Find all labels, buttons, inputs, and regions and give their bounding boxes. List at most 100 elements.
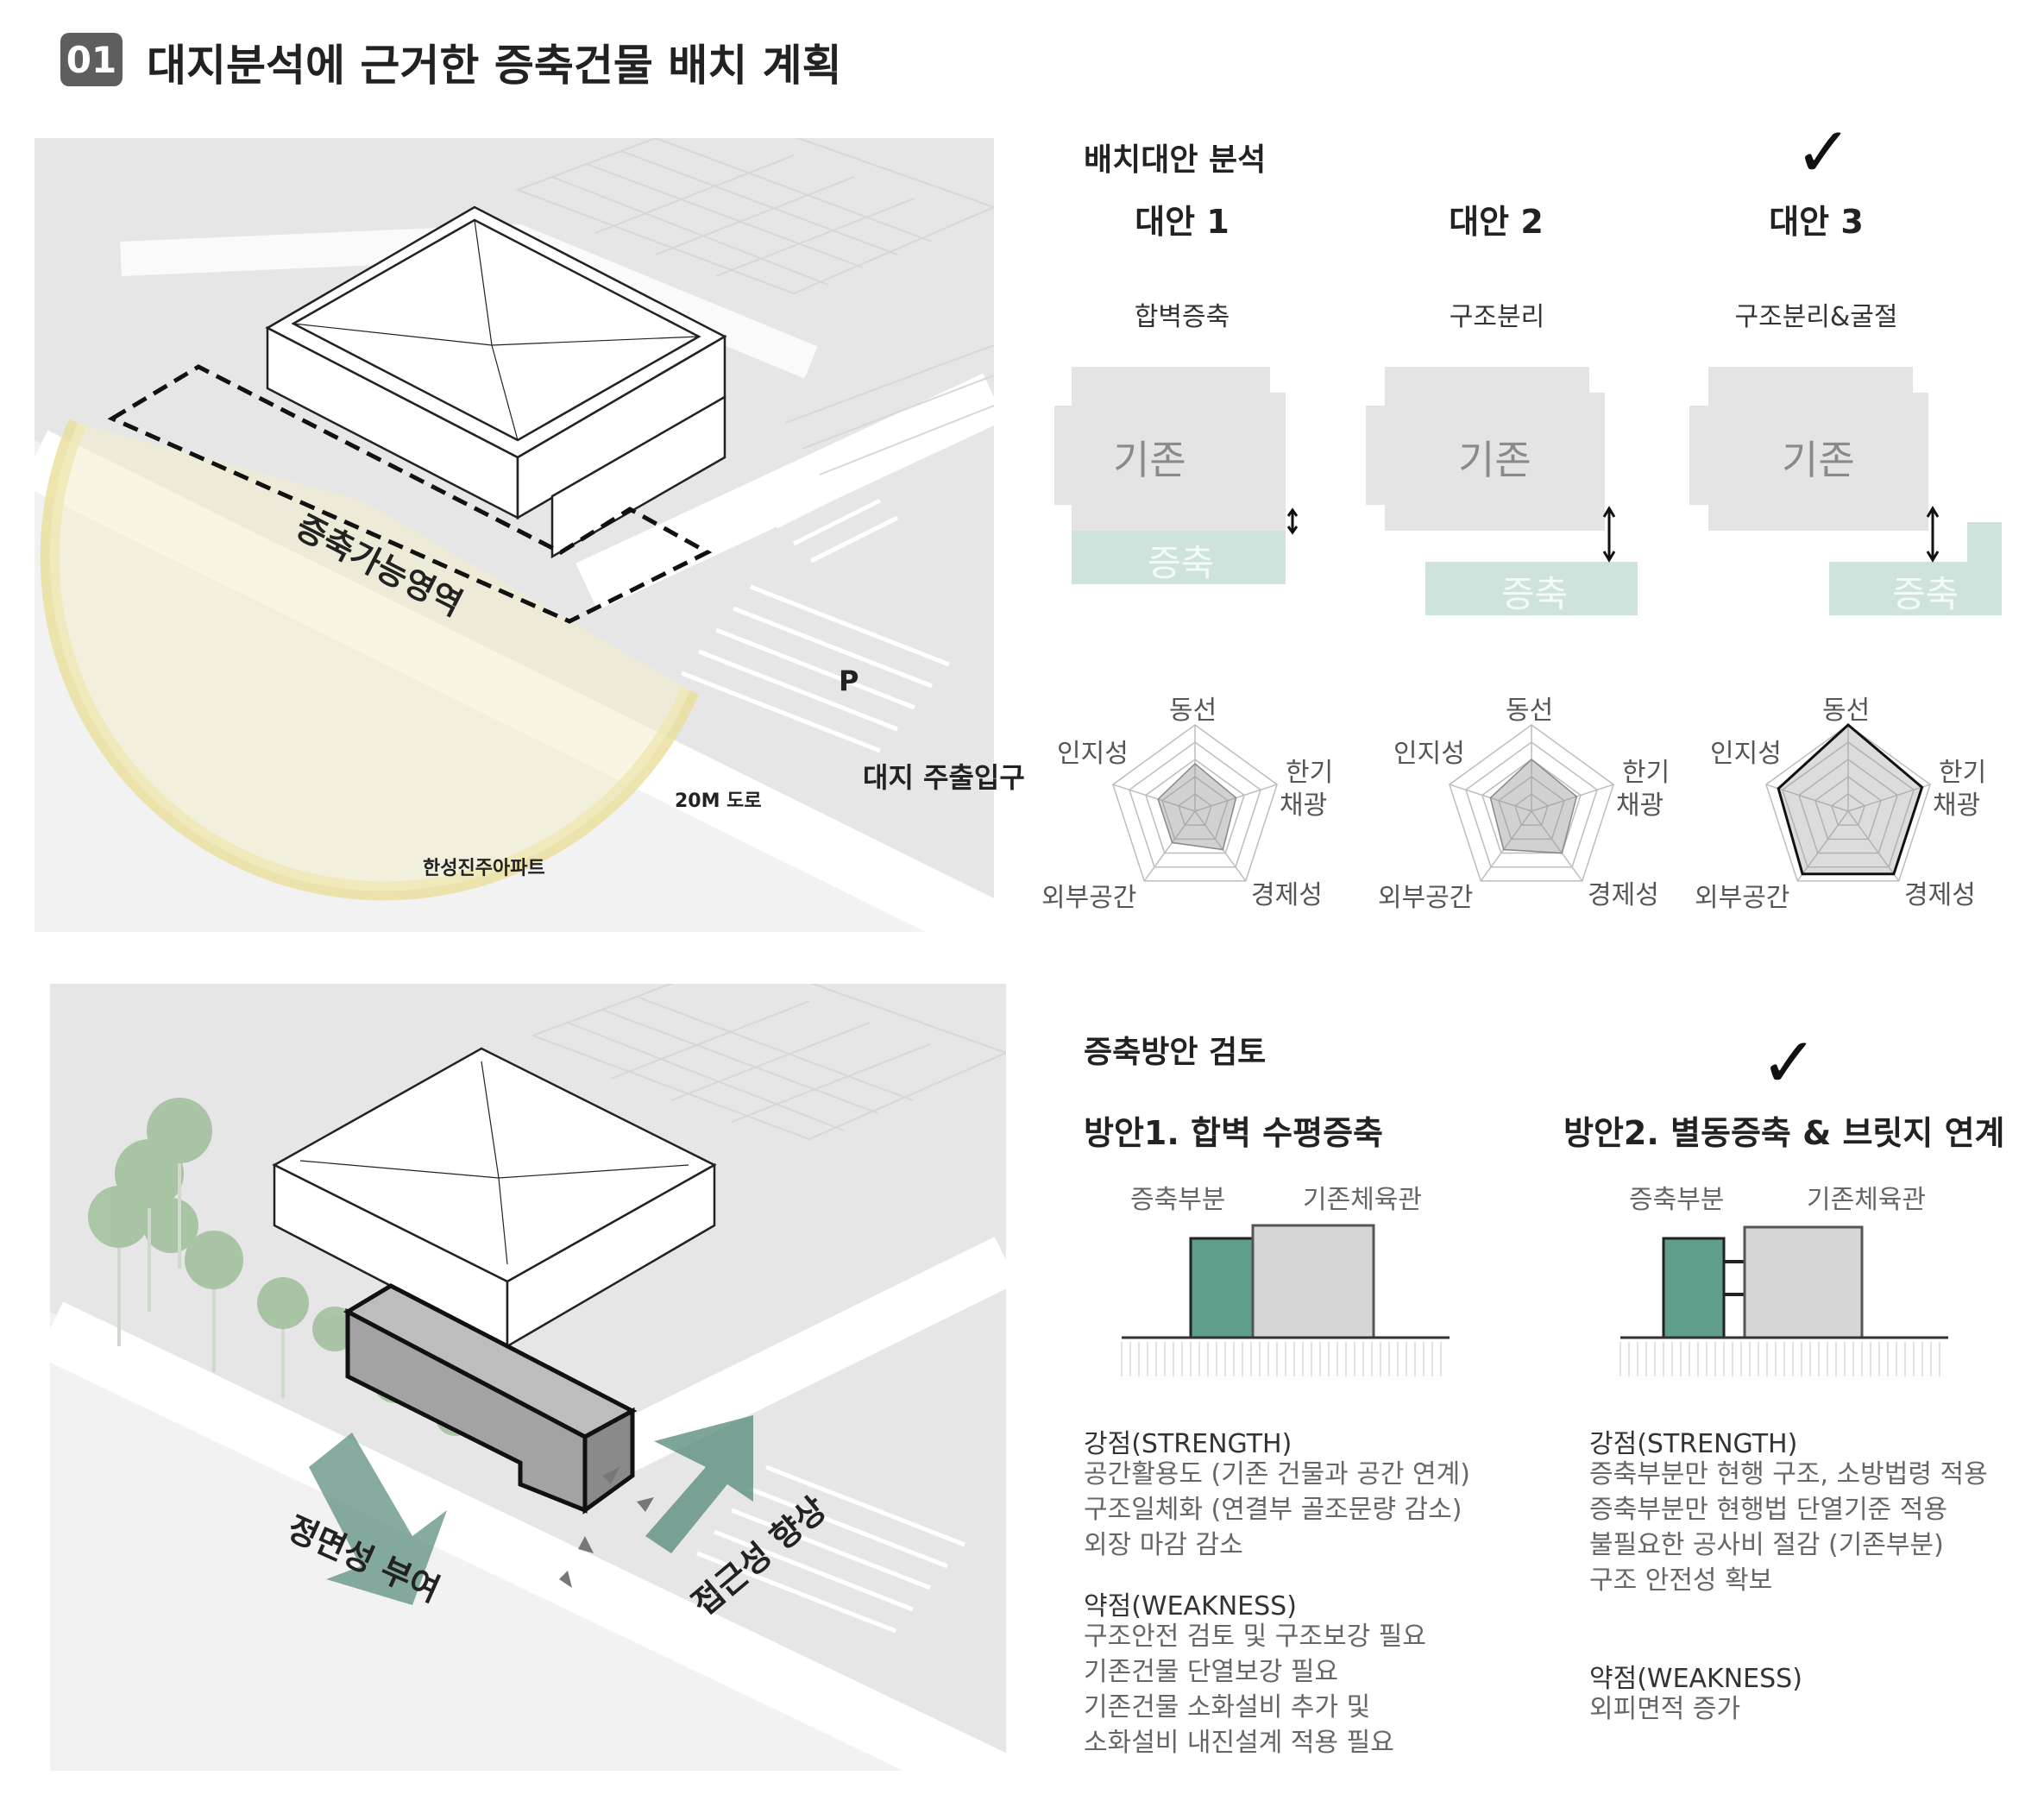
alternative-2-existing: 기존 [1458,437,1531,483]
radar-label-circulation: 동선 [1169,696,1217,726]
section-number-badge: 01 [60,33,123,86]
option-2-title: 방안2. 별동증축 & 브릿지 연계 [1563,1114,2005,1152]
strength-item: 증축부분만 현행법 단열기준 적용 [1589,1495,1948,1525]
radar-axis [1796,810,1849,882]
alternative-1-title: 대안 1 [1135,203,1230,241]
weakness-item: 기존건물 단열보강 필요 [1084,1657,1339,1687]
radar-score-polygon [1489,759,1578,854]
alternative-1-subtitle: 합벽증축 [1134,302,1230,332]
option-1-existing-label: 기존체육관 [1303,1185,1422,1215]
radar-label-recognition: 인지성 [1393,739,1465,769]
radar-grid-ring [1145,759,1245,854]
selected-check-icon: ✓ [1795,112,1853,192]
weakness-item: 외피면적 증가 [1589,1694,1741,1724]
radar-grid-ring [1831,793,1865,826]
weakness-item: 구조안전 검토 및 구조보강 필요 [1084,1622,1426,1652]
radar-score-polygon [1777,723,1924,876]
alternative-3-plan: 기존 증축 [1687,367,2015,626]
radar-label-outdoor: 외부공간 [1695,883,1790,913]
option-1-section-diagram: 증축부분 기존체육관 [1113,1182,1475,1389]
radar-label-daylight: 채광 [1280,790,1328,821]
radar-label-outdoor: 외부공간 [1041,883,1137,913]
radar-label-recognition: 인지성 [1710,739,1782,769]
alternative-3-addition: 증축 [1892,573,1959,615]
radar-grid-ring [1449,724,1614,882]
option-1-strengths: 공간활용도 (기존 건물과 공간 연계) 구조일체화 (연결부 골조문량 감소)… [1084,1457,1470,1563]
radar-label-circulation: 동선 [1822,696,1871,726]
strength-item: 불필요한 공사비 절감 (기존부분) [1589,1530,1944,1560]
radar-grid-ring [1498,776,1565,841]
radar-label-daylight: 채광 [1933,790,1981,821]
alternative-3-radar: 동선 한기 채광 경제성 외부공간 인지성 [1695,682,1995,932]
alternatives-heading: 배치대안 분석 [1084,142,1267,178]
alternative-2-title: 대안 2 [1449,203,1544,241]
radar-grid-ring [1481,759,1582,854]
radar-score-polygon [1157,762,1237,851]
strength-item: 구조일체화 (연결부 골조문량 감소) [1084,1495,1462,1525]
alternative-3-title: 대안 3 [1769,203,1864,241]
radar-axis [1112,784,1196,812]
option-1-addition-label: 증축부분 [1130,1185,1226,1215]
option-1-title: 방안1. 합벽 수평증축 [1084,1114,1384,1152]
radar-axis [1847,784,1931,812]
option-2-strength-heading: 강점(STRENGTH) [1589,1429,1798,1459]
radar-label-circulation: 동선 [1506,696,1554,726]
radar-label-economy: 경제성 [1904,880,1976,910]
radar-grid-ring [1178,793,1212,826]
road-label: 20M 도로 [675,790,762,812]
option-2-weaknesses: 외피면적 증가 [1589,1691,1740,1727]
radar-grid-ring [1814,776,1882,841]
option-2-strengths: 증축부분만 현행 구조, 소방법령 적용 증축부분만 현행법 단열기준 적용 불… [1589,1457,1988,1598]
radar-grid-ring [1112,724,1278,882]
alternative-1-plan: 기존 증축 [1053,367,1311,591]
alternative-2-addition: 증축 [1501,573,1569,615]
alternative-3-subtitle: 구조분리&굴절 [1734,302,1898,332]
option-2-addition-label: 증축부분 [1629,1185,1725,1215]
radar-label-daylight: 채광 [1616,790,1664,821]
option-1-strength-heading: 강점(STRENGTH) [1084,1429,1292,1459]
strength-item: 공간활용도 (기존 건물과 공간 연계) [1084,1459,1470,1489]
radar-label-outdoor: 외부공간 [1378,883,1474,913]
strength-item: 구조 안전성 확보 [1589,1565,1773,1596]
radar-axis [1143,810,1196,882]
radar-grid-ring [1465,741,1598,868]
entrance-label: 대지 주출입구 [863,761,1025,794]
radar-label-ventilation: 한기 [1286,758,1334,788]
alternative-3-existing: 기존 [1782,437,1855,483]
radar-axis [1531,810,1583,882]
alternative-1-addition: 증축 [1148,542,1215,584]
radar-grid-ring [1782,741,1915,868]
radar-axis [1531,784,1614,812]
alternative-2-plan: 기존 증축 [1363,367,1648,626]
option-2-section-diagram: 증축부분 기존체육관 [1612,1182,1974,1389]
radar-axis [1480,810,1532,882]
radar-axis [1847,810,1900,882]
alternative-2-subtitle: 구조분리 [1449,302,1545,332]
bottom-site-map-drawing [50,984,1006,1771]
top-site-map-drawing [35,138,994,932]
weakness-item: 소화설비 내진설계 적용 필요 [1084,1728,1394,1758]
radar-grid-ring [1129,741,1261,868]
radar-label-recognition: 인지성 [1057,739,1129,769]
radar-label-ventilation: 한기 [1939,758,1987,788]
weakness-item: 기존건물 소화설비 추가 및 [1084,1692,1371,1722]
alternative-2-radar: 동선 한기 채광 경제성 외부공간 인지성 [1378,682,1678,932]
radar-grid-ring [1161,776,1229,841]
review-heading: 증축방안 검토 [1084,1035,1267,1070]
radar-grid-ring [1765,724,1931,882]
alternative-1-radar: 동선 한기 채광 경제성 외부공간 인지성 [1041,682,1342,932]
radar-axis [1194,810,1247,882]
radar-label-ventilation: 한기 [1622,758,1670,788]
parking-label: P [839,664,859,697]
top-site-map: 증축가능영역 P 20M 도로 한성진주아파트 [35,138,994,932]
option-2-existing-label: 기존체육관 [1807,1185,1926,1215]
strength-item: 외장 마감 감소 [1084,1530,1243,1560]
page-title: 대지분석에 근거한 증축건물 배치 계획 [147,41,842,91]
alternative-1-existing: 기존 [1113,437,1186,483]
strength-item: 증축부분만 현행 구조, 소방법령 적용 [1589,1459,1988,1489]
option-2-weakness-heading: 약점(WEAKNESS) [1589,1664,1802,1694]
review-selected-check-icon: ✓ [1760,1023,1819,1103]
bottom-site-map: 정면성 부여 접근성 향상 [50,984,1006,1771]
apartment-label: 한성진주아파트 [423,858,545,879]
radar-label-economy: 경제성 [1251,880,1323,910]
